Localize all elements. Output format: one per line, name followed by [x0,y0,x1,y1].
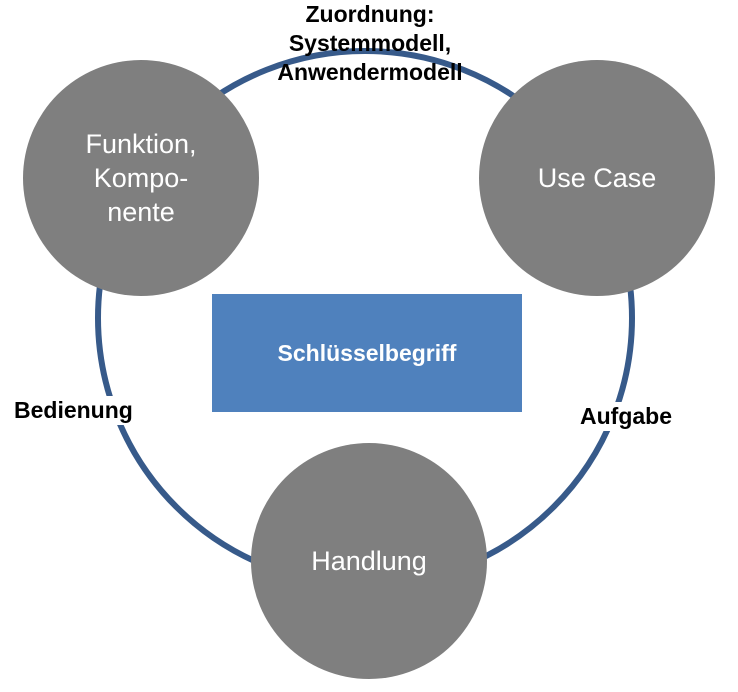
edge-label-aufgabe: Aufgabe [580,402,672,431]
center-label: Schlüsselbegriff [277,339,457,366]
node-handlung: Handlung [251,443,487,679]
node-funktion-komponente: Funktion, Kompo- nente [23,60,259,296]
edge-label-bedienung: Bedienung [14,396,133,425]
center-box-schluesselbegriff: Schlüsselbegriff [212,294,522,412]
node-use-case: Use Case [479,60,715,296]
edge-label-zuordnung: Zuordnung: Systemmodell, Anwendermodell [277,1,463,85]
